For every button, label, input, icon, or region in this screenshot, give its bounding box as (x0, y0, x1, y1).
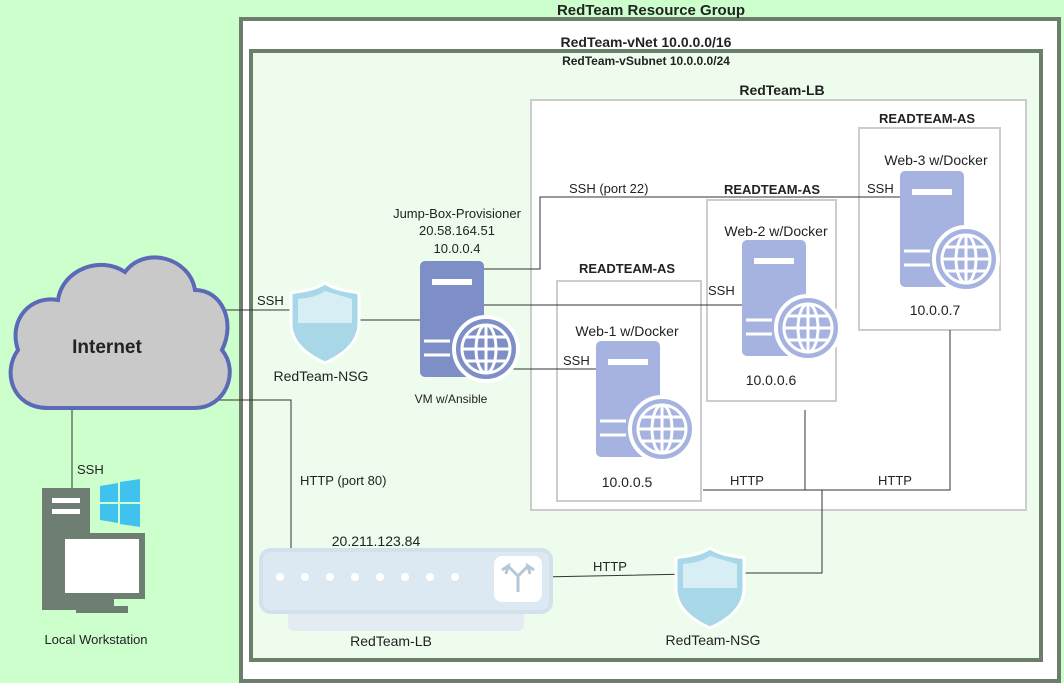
conn-http-nsg: HTTP (593, 559, 627, 574)
web1-as-label: READTEAM-AS (579, 261, 675, 276)
jumpbox-private-ip: 10.0.0.4 (434, 241, 481, 256)
web2-as-label: READTEAM-AS (724, 182, 820, 197)
web3-name: Web-3 w/Docker (884, 152, 988, 168)
load-balancer-icon (259, 548, 553, 631)
jumpbox-public-ip: 20.58.164.51 (419, 223, 495, 238)
jumpbox-caption: VM w/Ansible (415, 392, 488, 406)
web3-as-label: READTEAM-AS (879, 111, 975, 126)
conn-ssh-port22: SSH (port 22) (569, 181, 648, 196)
nsg-bottom-label: RedTeam-NSG (666, 632, 761, 648)
conn-ssh-web3: SSH (867, 181, 894, 196)
windows-logo-icon (100, 479, 140, 527)
lb-label: RedTeam-LB (350, 633, 432, 649)
web2-name: Web-2 w/Docker (724, 223, 828, 239)
conn-ssh-workstation: SSH (77, 462, 104, 477)
internet-label: Internet (72, 337, 142, 358)
conn-http-web1: HTTP (730, 473, 764, 488)
workstation-icon (42, 488, 145, 613)
jumpbox-name: Jump-Box-Provisioner (393, 206, 522, 221)
internet-cloud (8, 255, 232, 410)
web3-ip: 10.0.0.7 (910, 302, 961, 318)
workstation-label: Local Workstation (44, 632, 147, 647)
vnet-title: RedTeam-vNet 10.0.0.0/16 (561, 34, 732, 50)
lb-group-title: RedTeam-LB (739, 82, 824, 98)
connection-lines (71, 196, 951, 578)
web1-ip: 10.0.0.5 (602, 474, 653, 490)
nsg-top-label: RedTeam-NSG (274, 368, 369, 384)
lb-ip: 20.211.123.84 (332, 533, 421, 549)
resource-group-title: RedTeam Resource Group (557, 2, 745, 19)
conn-ssh-web2: SSH (708, 283, 735, 298)
conn-ssh-web1: SSH (563, 353, 590, 368)
web2-ip: 10.0.0.6 (746, 372, 797, 388)
conn-ssh-internet: SSH (257, 293, 284, 308)
conn-http-web3: HTTP (878, 473, 912, 488)
web1-name: Web-1 w/Docker (575, 323, 679, 339)
subnet-title: RedTeam-vSubnet 10.0.0.0/24 (562, 54, 730, 68)
conn-http-port80: HTTP (port 80) (300, 473, 386, 488)
